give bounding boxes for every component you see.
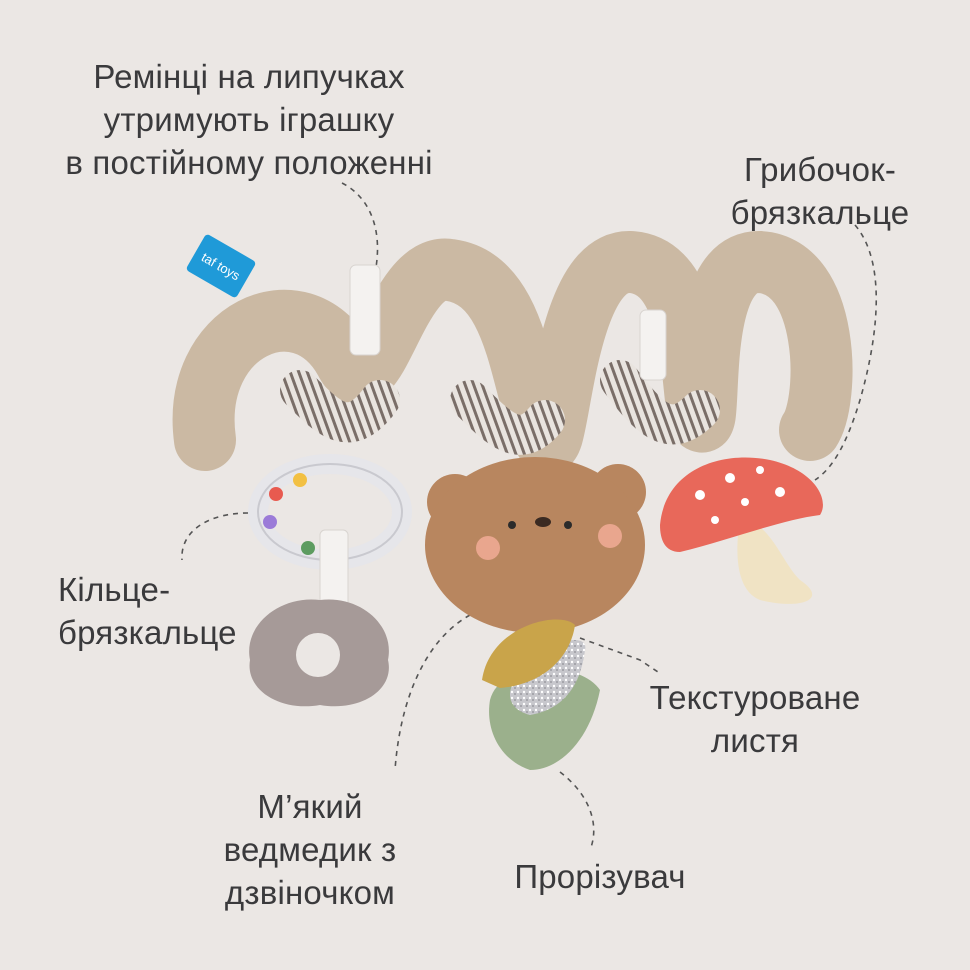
label-line: Грибочок- <box>743 151 897 188</box>
label-soft-bear: М’який ведмедик з дзвіночком <box>200 785 420 914</box>
label-line: Ремінці на липучках <box>93 58 405 95</box>
label-ring-rattle: Кільце- брязкальце <box>58 568 268 654</box>
leaves <box>482 619 600 770</box>
brand-tag: taf toys <box>186 234 256 298</box>
label-line: дзвіночком <box>224 874 396 911</box>
velcro-strap <box>349 264 381 356</box>
label-line: в постійному положенні <box>65 144 433 181</box>
bear-plush <box>425 457 646 633</box>
leader-leaves <box>579 637 659 673</box>
label-line: М’який <box>257 788 363 825</box>
ring-rattle <box>248 454 412 616</box>
label-velcro-straps: Ремінці на липучках утримують іграшку в … <box>24 55 474 184</box>
label-line: ведмедик з <box>223 831 397 868</box>
leaf-silver <box>510 640 586 715</box>
leaf-yellow <box>482 619 575 688</box>
label-line: утримують іграшку <box>103 101 395 138</box>
label-line: листя <box>710 722 800 759</box>
label-line: брязкальце <box>730 194 910 231</box>
leader-bear <box>394 614 471 771</box>
label-line: Кільце- <box>58 571 171 608</box>
mushroom-rattle <box>660 457 823 604</box>
leader-ring <box>181 512 249 561</box>
label-textured-leaves: Текстуроване листя <box>620 676 890 762</box>
spiral-plush <box>172 231 853 474</box>
label-line: Прорізувач <box>514 858 686 895</box>
label-teether: Прорізувач <box>485 855 715 898</box>
velcro-strap <box>639 309 667 381</box>
label-line: брязкальце <box>58 614 237 651</box>
label-mushroom-rattle: Грибочок- брязкальце <box>700 148 940 234</box>
label-line: Текстуроване <box>649 679 861 716</box>
leader-mushroom <box>814 224 878 481</box>
flower-teether <box>249 599 389 707</box>
leader-teether <box>559 771 595 851</box>
